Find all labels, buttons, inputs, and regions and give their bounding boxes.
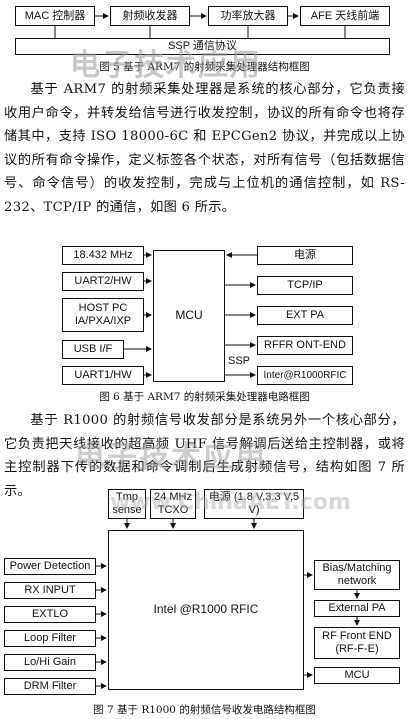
fig7-caption: 图 7 基于 R1000 的射频信号收发电路结构框图	[93, 704, 316, 716]
fig7-r1000-rfic: Intel @R1000 RFIC	[108, 530, 304, 690]
fig6-uart1: UART1/HW	[62, 366, 144, 385]
fig6-caption: 图 6 基于 ARM7 的射频采集处理器电路框图	[99, 391, 310, 403]
fig5-block-afe: AFE 天线前端	[300, 6, 390, 26]
fig6-uart2: UART2/HW	[62, 272, 144, 291]
fig7-rf-front-end: RF Front END (RF-F-E)	[314, 627, 400, 659]
fig7-drm-filter: DRM Filter	[4, 678, 96, 695]
fig7-extlo: EXTLO	[4, 606, 96, 623]
paragraph-arm7-text: 基于 ARM7 的射频采集处理器是系统的核心部分，它负责接收用户命令，并转发给信…	[4, 82, 405, 215]
fig6-host-pc: HOST PC IA/PXA/IXP	[62, 298, 144, 332]
fig5-ssp-bus: SSP 通信协议	[15, 38, 390, 55]
fig7-lo-hi-gain: Lo/Hi Gain	[4, 654, 96, 671]
fig7-bias-network: Bias/Matching network	[314, 560, 400, 590]
fig5-block-mac: MAC 控制器	[15, 6, 95, 26]
fig7-mcu: MCU	[314, 667, 400, 684]
fig6-r1000-rfic: Inter@R1000RFIC	[257, 366, 353, 385]
fig6-rf-front-end: RFFR ONT-END	[257, 336, 353, 355]
fig5-block-pa: 功率放大器	[208, 6, 288, 26]
fig5-block-transceiver: 射频收发器	[110, 6, 190, 26]
fig7-tcxo: 24 MHz TCXO	[150, 489, 196, 519]
fig5-caption: 图 5 基于 ARM7 的射频采集处理器结构框图	[99, 61, 310, 73]
fig6-crystal: 18.432 MHz	[62, 246, 144, 265]
fig7-external-pa: External PA	[314, 600, 400, 617]
fig7-loop-filter: Loop Filter	[4, 630, 96, 647]
fig6-tcpip: TCP/IP	[257, 276, 353, 295]
fig6-mcu: MCU	[153, 250, 225, 382]
fig6-usb: USB I/F	[62, 340, 124, 359]
fig7-rx-input: RX INPUT	[4, 582, 96, 599]
paragraph-r1000-text: 基于 R1000 的射频信号收发部分是系统另外一个核心部分，它负责把天线接收的超…	[4, 413, 405, 499]
fig6-ssp-label: SSP	[228, 355, 251, 367]
fig7-tmp-sense: Tmp sense	[108, 489, 146, 519]
fig6-power: 电源	[257, 246, 353, 265]
fig7-power: 电源 (1.8 V,3.3 V,5 V)	[204, 489, 304, 519]
fig7-power-detection: Power Detection	[4, 558, 96, 575]
fig6-ext-pa: EXT PA	[257, 306, 353, 325]
paragraph-arm7: 基于 ARM7 的射频采集处理器是系统的核心部分，它负责接收用户命令，并转发给信…	[4, 78, 405, 219]
paragraph-r1000: 基于 R1000 的射频信号收发部分是系统另外一个核心部分，它负责把天线接收的超…	[4, 409, 405, 503]
